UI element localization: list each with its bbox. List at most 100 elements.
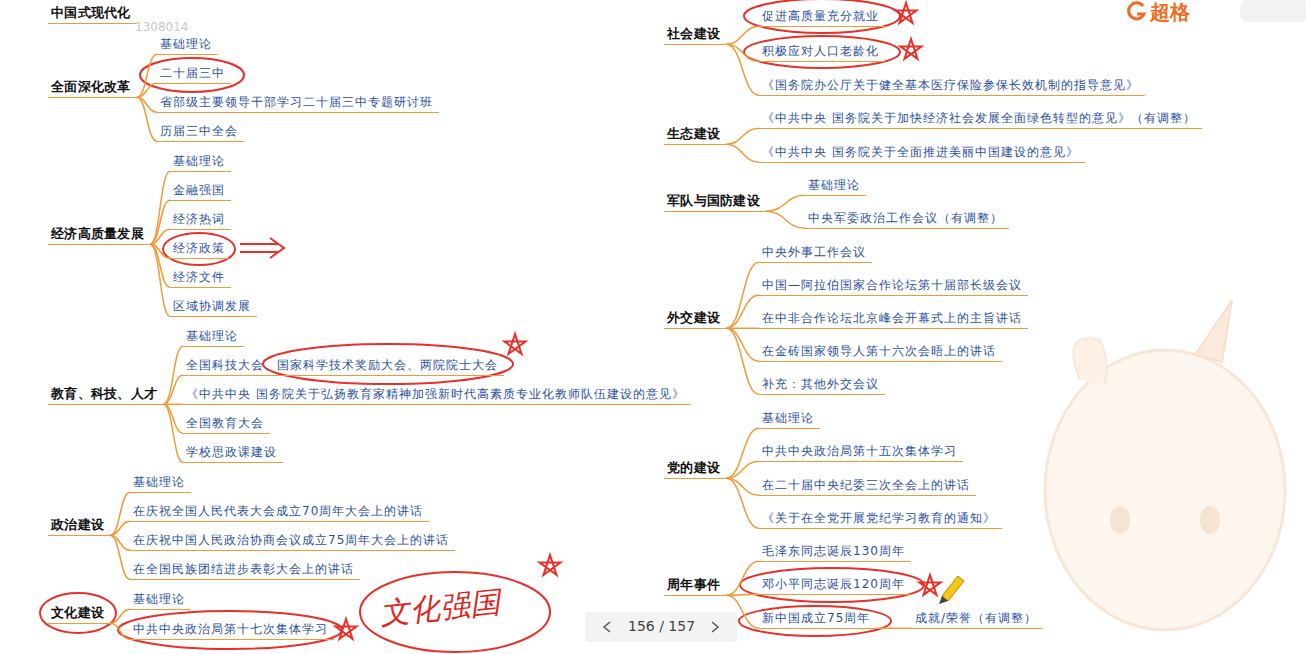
subtopic-node: 基础理论 (183, 327, 244, 347)
subtopic-node: 中央外事工作会议 (759, 243, 872, 263)
topic-node: 外交建设 (664, 309, 726, 329)
node-text: 中央军委政治工作会议（有调整） (808, 209, 1003, 227)
topic-node: 党的建设 (664, 459, 726, 479)
node-text: 基础理论 (160, 35, 212, 53)
node-text: 中国式现代化 (51, 4, 131, 22)
node-text: 基础理论 (133, 590, 185, 608)
subtopic-node: 中共中央政治局第十七次集体学习 (130, 620, 334, 640)
node-text: 在金砖国家领导人第十六次会晤上的讲话 (762, 342, 996, 360)
branch-line (726, 328, 759, 361)
node-text: 《中共中央 国务院关于弘扬教育家精神加强新时代高素质专业化教师队伍建设的意见》 (186, 385, 685, 403)
branch-line (150, 229, 170, 244)
subtopic-node: 基础理论 (759, 409, 820, 429)
node-text: 《中共中央 国务院关于加快经济社会发展全面绿色转型的意见》（有调整） (762, 109, 1196, 127)
node-text: 周年事件 (667, 576, 720, 594)
hand-star (896, 3, 917, 23)
logo-icon (1129, 3, 1144, 19)
subtopic-node: 中央军委政治工作会议（有调整） (805, 209, 1009, 229)
subtopic-node: 基础理论 (157, 35, 218, 55)
node-text: 邓小平同志诞辰120周年 (762, 575, 905, 593)
mascot-eye (1200, 506, 1220, 534)
subtopic-node: 学校思政课建设 (183, 443, 283, 463)
subtopic-node: 在中非合作论坛北京峰会开幕式上的主旨讲话 (759, 309, 1028, 329)
branch-line (150, 244, 170, 316)
subtopic-node: 在二十届中央纪委三次全会上的讲话 (759, 476, 976, 496)
topic-node: 文化建设 (48, 604, 110, 624)
node-text: 在二十届中央纪委三次全会上的讲话 (762, 476, 970, 494)
subtopic-node: 在金砖国家领导人第十六次会晤上的讲话 (759, 342, 1002, 362)
node-text: 在庆祝全国人民代表大会成立70周年大会上的讲话 (133, 502, 423, 520)
node-text: 全国科技大会、国家科学技术奖励大会、两院院士大会 (186, 356, 498, 374)
hand-circle (744, 36, 900, 68)
hand-circle (744, 0, 900, 33)
branch-line (110, 623, 130, 639)
node-text: 《关于在全党开展党纪学习教育的通知》 (762, 509, 996, 527)
subtopic-node: 在庆祝全国人民代表大会成立70周年大会上的讲话 (130, 502, 429, 522)
subtopic-node: 基础理论 (805, 176, 866, 196)
subtopic-node: 在全国民族团结进步表彰大会上的讲话 (130, 560, 360, 580)
branch-line (110, 492, 130, 535)
subtopic-node: 补充：其他外交会议 (759, 375, 885, 395)
branch-line (726, 561, 759, 595)
branch-line (876, 628, 912, 630)
node-text: 学校思政课建设 (186, 443, 277, 461)
watermark-id: 1308014 (135, 20, 188, 34)
subtopic-node: 经济热词 (170, 210, 231, 230)
subtopic-node: 省部级主要领导干部学习二十届三中专题研讨班 (157, 93, 439, 113)
hand-circle (740, 568, 924, 602)
branch-line (726, 428, 759, 478)
subtopic-node: 全国教育大会 (183, 414, 270, 434)
branch-line (766, 211, 805, 228)
node-text: 金融强国 (173, 181, 225, 199)
subtopic-node: 在庆祝中国人民政治协商会议成立75周年大会上的讲话 (130, 531, 455, 551)
node-text: 党的建设 (667, 459, 720, 477)
node-text: 全国教育大会 (186, 414, 264, 432)
hand-arrow (240, 238, 284, 258)
pencil-body (942, 576, 964, 601)
node-text: 中央外事工作会议 (762, 243, 866, 261)
topic-node: 社会建设 (664, 25, 726, 45)
top-pill (1240, 0, 1306, 22)
mascot-horn (1195, 300, 1232, 362)
node-text: 基础理论 (173, 152, 225, 170)
branch-line (137, 54, 157, 97)
node-text: 文化建设 (51, 604, 104, 622)
subtopic-node: 基础理论 (170, 152, 231, 172)
node-text: 区域协调发展 (173, 297, 251, 315)
subtopic-node: 新中国成立75周年 (759, 609, 876, 629)
topic-node: 周年事件 (664, 576, 726, 596)
node-text: 全面深化改革 (51, 78, 131, 96)
hand-circle (739, 606, 891, 636)
branch-line (726, 478, 759, 528)
subtopic-node: 成就/荣誉（有调整） (912, 609, 1043, 629)
topic-node: 政治建设 (48, 516, 110, 536)
topic-node: 经济高质量发展 (48, 225, 150, 245)
branch-line (163, 404, 183, 462)
subtopic-node: 《中共中央 国务院关于加快经济社会发展全面绿色转型的意见》（有调整） (759, 109, 1202, 129)
subtopic-node: 邓小平同志诞辰120周年 (759, 575, 911, 595)
node-text: 毛泽东同志诞辰130周年 (762, 542, 905, 560)
subtopic-node: 中共中央政治局第十五次集体学习 (759, 442, 963, 462)
node-text: 经济高质量发展 (51, 225, 144, 243)
node-text: 新中国成立75周年 (762, 609, 870, 627)
branch-line (726, 144, 759, 162)
node-text: 基础理论 (762, 409, 814, 427)
hand-star (336, 619, 357, 639)
topic-node: 军队与国防建设 (664, 192, 766, 212)
subtopic-node: 经济政策 (170, 239, 231, 259)
topic-node: 中国式现代化 (48, 4, 137, 24)
subtopic-node: 《中共中央 国务院关于弘扬教育家精神加强新时代高素质专业化教师队伍建设的意见》 (183, 385, 691, 405)
node-text: 政治建设 (51, 516, 104, 534)
node-text: 中共中央政治局第十七次集体学习 (133, 620, 328, 638)
node-text: 积极应对人口老龄化 (762, 42, 879, 60)
node-text: 省部级主要领导干部学习二十届三中专题研讨班 (160, 93, 433, 111)
node-text: 中共中央政治局第十五次集体学习 (762, 442, 957, 460)
branch-line (726, 594, 759, 595)
subtopic-node: 金融强国 (170, 181, 231, 201)
node-text: 经济热词 (173, 210, 225, 228)
subtopic-node: 区域协调发展 (170, 297, 257, 317)
branch-line (766, 195, 805, 211)
subtopic-node: 基础理论 (130, 590, 191, 610)
subtopic-node: 毛泽东同志诞辰130周年 (759, 542, 911, 562)
branch-line (150, 171, 170, 244)
